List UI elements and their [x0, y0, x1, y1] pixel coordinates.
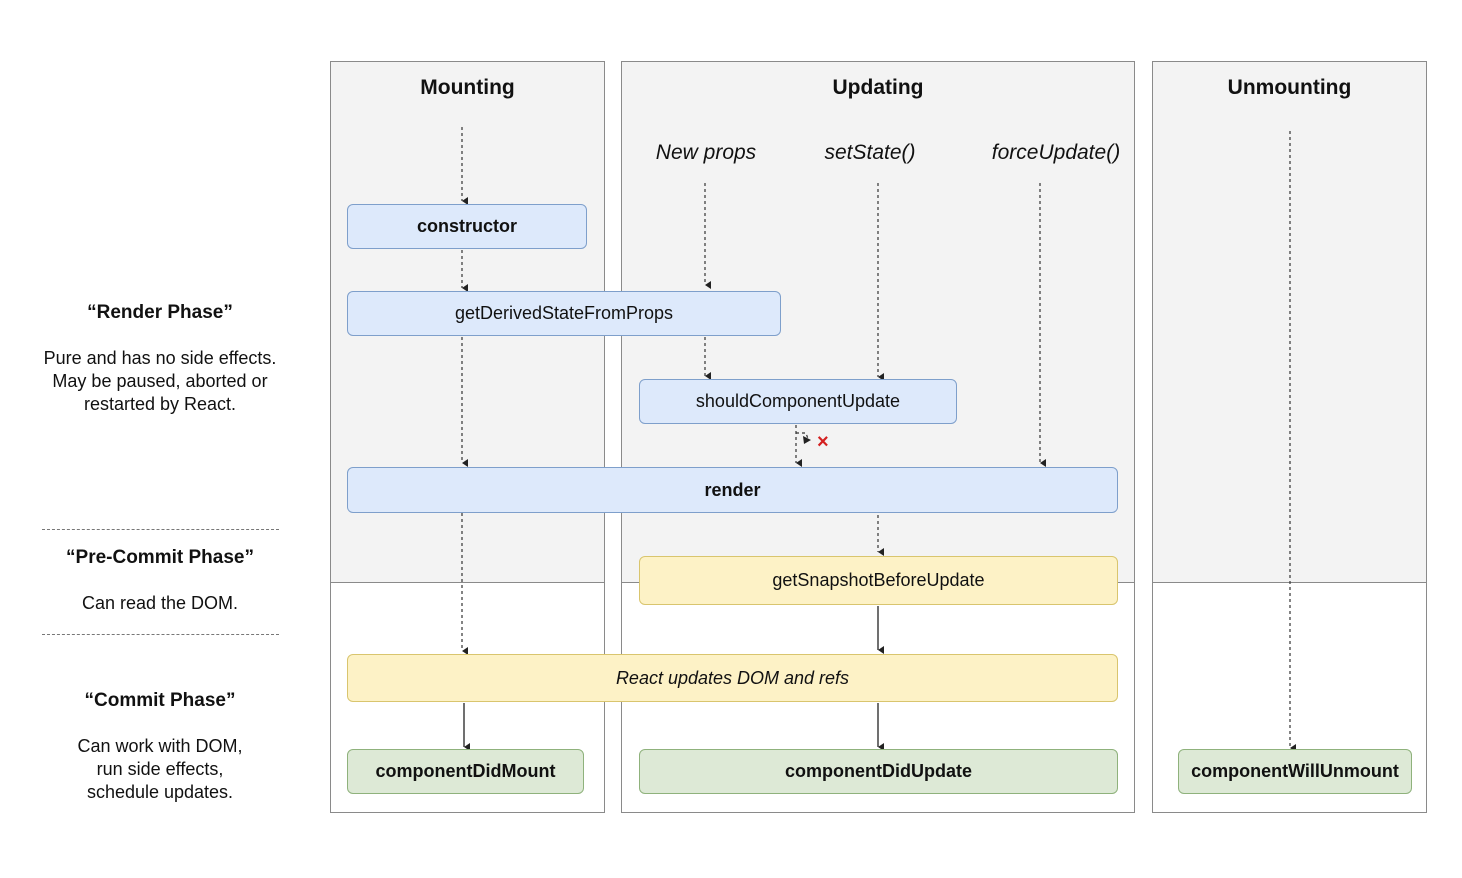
- render-phase-title: “Render Phase”: [87, 302, 233, 323]
- component-will-unmount-label: componentWillUnmount: [1191, 761, 1399, 781]
- commit-phase-title: “Commit Phase”: [84, 690, 236, 711]
- component-did-update-label: componentDidUpdate: [785, 761, 972, 781]
- component-will-unmount-box: componentWillUnmount: [1178, 749, 1412, 794]
- render-phase-description: Pure and has no side effects. May be pau…: [43, 348, 277, 414]
- component-did-mount-label: componentDidMount: [375, 761, 556, 781]
- render-label: render: [704, 479, 761, 500]
- render-box: render: [347, 467, 1118, 513]
- mounting-title: Mounting: [420, 76, 515, 99]
- should-component-update-box: shouldComponentUpdate: [639, 379, 957, 424]
- phase-separator: [42, 529, 279, 530]
- get-derived-state-from-props-box: getDerivedStateFromProps: [347, 291, 781, 336]
- react-updates-dom-label: React updates DOM and refs: [615, 667, 850, 688]
- pre-commit-phase-title: “Pre-Commit Phase”: [66, 547, 254, 568]
- component-did-update-box: componentDidUpdate: [639, 749, 1118, 794]
- render-phase-region: [1153, 62, 1426, 582]
- trigger-set-state: setState(): [824, 141, 916, 164]
- pre-commit-phase-description: Can read the DOM.: [81, 593, 239, 613]
- updating-title: Updating: [832, 76, 924, 99]
- get-derived-state-from-props-label: getDerivedStateFromProps: [454, 303, 674, 323]
- phase-separator: [42, 634, 279, 635]
- phase-divider: [331, 582, 604, 583]
- component-did-mount-box: componentDidMount: [347, 749, 584, 794]
- commit-phase-description: Can work with DOM, run side effects, sch…: [77, 736, 243, 802]
- trigger-force-update: forceUpdate(): [991, 141, 1121, 164]
- constructor-label: constructor: [416, 216, 517, 236]
- react-updates-dom-box: React updates DOM and refs: [347, 654, 1118, 702]
- unmounting-column: Unmounting: [1152, 61, 1427, 813]
- phase-divider: [1153, 582, 1426, 583]
- get-snapshot-before-update-label: getSnapshotBeforeUpdate: [772, 570, 985, 590]
- trigger-new-props: New props: [655, 141, 757, 164]
- should-component-update-label: shouldComponentUpdate: [695, 391, 901, 411]
- get-snapshot-before-update-box: getSnapshotBeforeUpdate: [639, 556, 1118, 605]
- constructor-box: constructor: [347, 204, 587, 249]
- blocked-x-icon: ×: [817, 431, 829, 453]
- unmounting-title: Unmounting: [1227, 76, 1352, 99]
